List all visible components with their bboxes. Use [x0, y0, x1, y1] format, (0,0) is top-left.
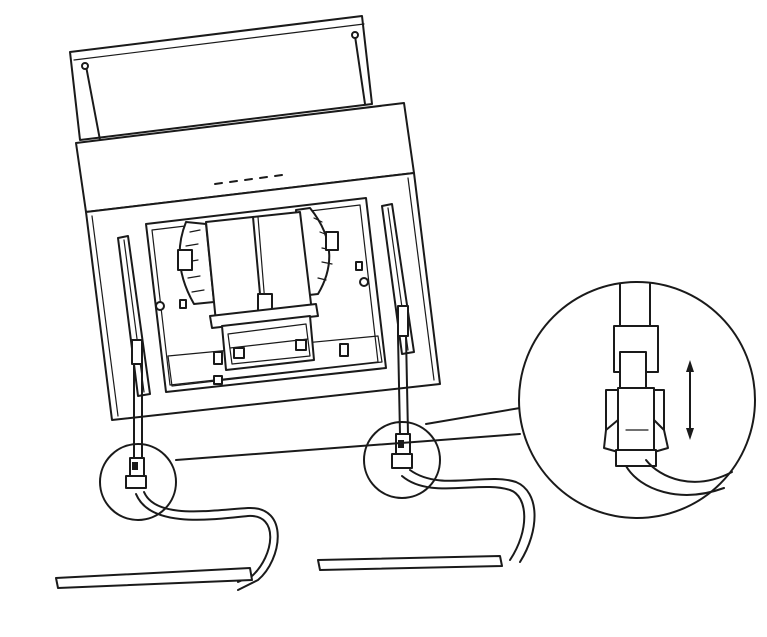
- filter-clip-icon: [221, 315, 315, 371]
- magnifier-circle-icon: [518, 281, 756, 519]
- leader-line-top: [425, 407, 521, 425]
- fan-blower-icon: [177, 207, 339, 329]
- control-buttons: [214, 174, 283, 185]
- callout-circle-left: [99, 443, 177, 521]
- right-mounting-rod: [317, 305, 536, 571]
- left-mounting-rod: [55, 339, 279, 591]
- double-arrow-vertical-icon: [686, 360, 694, 440]
- leader-line-bottom: [175, 433, 521, 461]
- chimney-panel-icon: [69, 15, 373, 141]
- callout-circle-right: [363, 421, 441, 499]
